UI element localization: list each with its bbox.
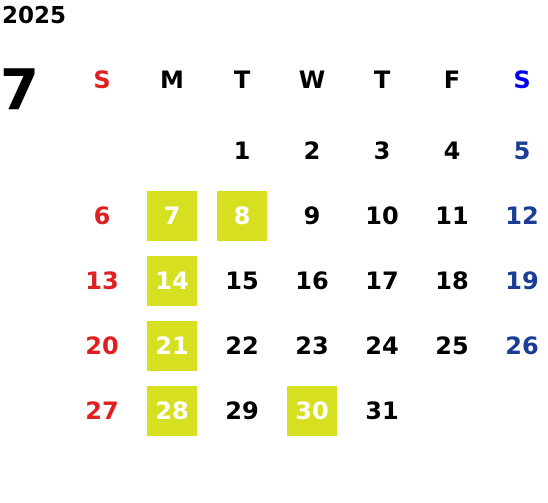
day-cell: 25 bbox=[417, 313, 487, 378]
day-number: 23 bbox=[295, 332, 329, 360]
weekday-thu: T bbox=[373, 66, 391, 94]
day-number: 14 bbox=[147, 256, 197, 306]
day-cell: 29 bbox=[207, 378, 277, 443]
day-cell: 5 bbox=[487, 118, 548, 183]
day-number: 1 bbox=[233, 137, 251, 165]
day-cell: 22 bbox=[207, 313, 277, 378]
day-cell: 31 bbox=[347, 378, 417, 443]
day-number: 20 bbox=[85, 332, 119, 360]
day-number: 31 bbox=[365, 397, 399, 425]
day-cell: 20 bbox=[67, 313, 137, 378]
day-cell: 27 bbox=[67, 378, 137, 443]
day-number: 11 bbox=[435, 202, 469, 230]
weekday-sun: S bbox=[93, 66, 111, 94]
day-number: 28 bbox=[147, 386, 197, 436]
day-cell: 10 bbox=[347, 183, 417, 248]
day-number: 5 bbox=[513, 137, 531, 165]
day-number: 30 bbox=[287, 386, 337, 436]
day-number: 6 bbox=[93, 202, 111, 230]
day-cell: 6 bbox=[67, 183, 137, 248]
day-cell: 18 bbox=[417, 248, 487, 313]
day-cell: 19 bbox=[487, 248, 548, 313]
day-number: 10 bbox=[365, 202, 399, 230]
day-cell: 26 bbox=[487, 313, 548, 378]
month-label: 7 bbox=[0, 58, 39, 123]
day-number: 26 bbox=[505, 332, 539, 360]
day-cell: 13 bbox=[67, 248, 137, 313]
day-cell: 15 bbox=[207, 248, 277, 313]
day-number: 12 bbox=[505, 202, 539, 230]
day-cell: 11 bbox=[417, 183, 487, 248]
day-cell: 7 bbox=[137, 183, 207, 248]
day-cell: 28 bbox=[137, 378, 207, 443]
day-cell: 30 bbox=[277, 378, 347, 443]
day-number: 15 bbox=[225, 267, 259, 295]
day-cell: 23 bbox=[277, 313, 347, 378]
day-number: 13 bbox=[85, 267, 119, 295]
day-number: 22 bbox=[225, 332, 259, 360]
day-number: 25 bbox=[435, 332, 469, 360]
day-cell: 3 bbox=[347, 118, 417, 183]
day-cell: 24 bbox=[347, 313, 417, 378]
day-cell: 16 bbox=[277, 248, 347, 313]
day-cell: 2 bbox=[277, 118, 347, 183]
weekday-sat: S bbox=[513, 66, 531, 94]
day-number: 3 bbox=[373, 137, 391, 165]
day-cell: 21 bbox=[137, 313, 207, 378]
day-number: 29 bbox=[225, 397, 259, 425]
day-cell: 1 bbox=[207, 118, 277, 183]
day-number: 7 bbox=[147, 191, 197, 241]
day-cell: 12 bbox=[487, 183, 548, 248]
weekday-wed: W bbox=[298, 66, 326, 94]
weekday-fri: F bbox=[443, 66, 461, 94]
day-cell: 17 bbox=[347, 248, 417, 313]
day-number: 24 bbox=[365, 332, 399, 360]
weekday-tue: T bbox=[233, 66, 251, 94]
day-number: 2 bbox=[303, 137, 321, 165]
day-number: 18 bbox=[435, 267, 469, 295]
day-cell: 9 bbox=[277, 183, 347, 248]
day-number: 9 bbox=[303, 202, 321, 230]
day-cell: 8 bbox=[207, 183, 277, 248]
day-cell: 4 bbox=[417, 118, 487, 183]
day-number: 27 bbox=[85, 397, 119, 425]
day-number: 4 bbox=[443, 137, 461, 165]
day-number: 8 bbox=[217, 191, 267, 241]
day-number: 17 bbox=[365, 267, 399, 295]
day-number: 21 bbox=[147, 321, 197, 371]
day-number: 19 bbox=[505, 267, 539, 295]
weekday-mon: M bbox=[160, 66, 184, 94]
day-number: 16 bbox=[295, 267, 329, 295]
day-cell: 14 bbox=[137, 248, 207, 313]
year-label: 2025 bbox=[2, 3, 67, 29]
